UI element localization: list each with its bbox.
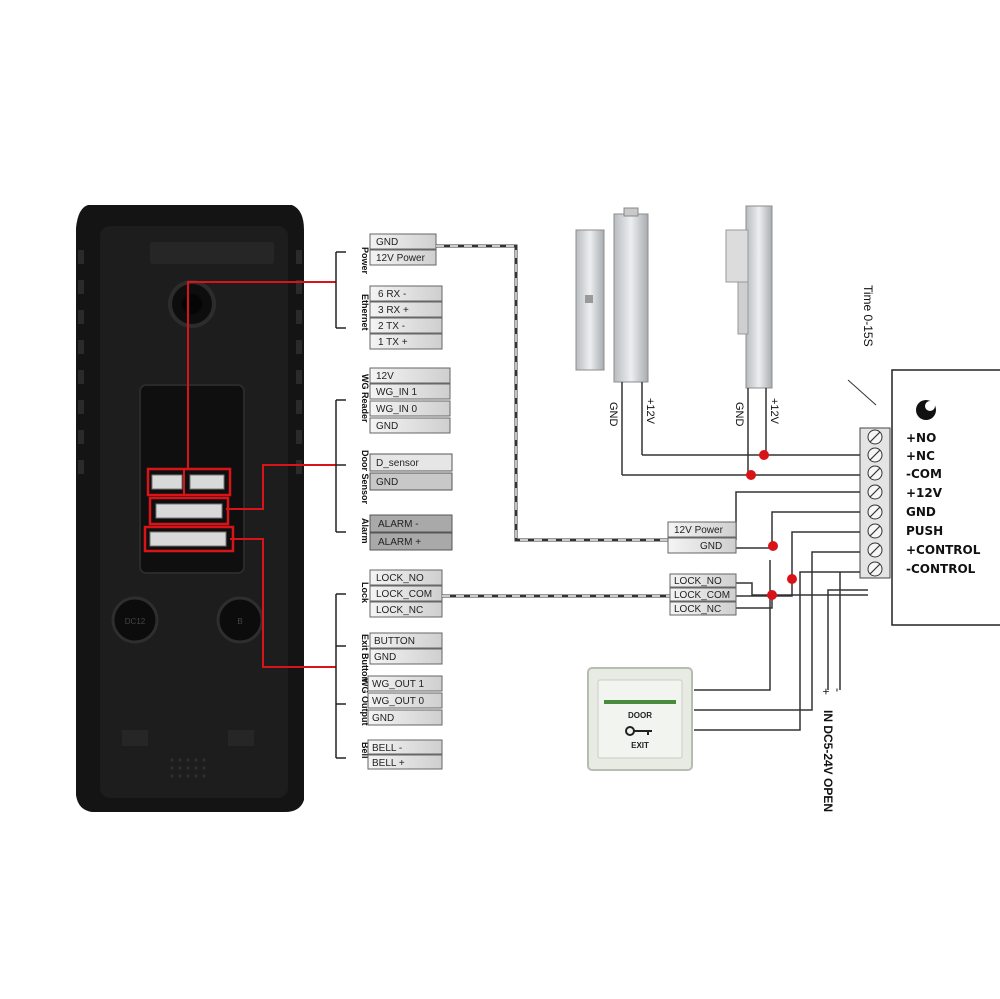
lock-box-pin-0: LOCK_NO — [674, 576, 722, 587]
junction-dots — [746, 450, 797, 600]
pin-ethernet-2: 2 TX - — [378, 321, 405, 332]
pin-bell-1: BELL + — [372, 758, 405, 769]
supply-plus: + — [819, 688, 833, 695]
pin-ethernet-0: 6 RX - — [378, 289, 406, 300]
access-controller: Time 0-15S +NO +NC -COM +12V GND PUSH +C… — [847, 285, 1000, 626]
controller-terminal-1: +NC — [906, 449, 935, 463]
maglock-12v-label: +12V — [644, 398, 656, 425]
reader-device: DC12 B — [76, 205, 304, 812]
group-labels: Power Ethernet WG Reader Door Sensor Ala… — [360, 247, 370, 759]
pin-exit-button-0: BUTTON — [374, 636, 415, 647]
pin-lock-2: LOCK_NC — [376, 605, 423, 616]
exit-label: EXIT — [631, 741, 649, 750]
device-button-left-label: DC12 — [125, 617, 146, 626]
controller-terminal-6: +CONTROL — [906, 543, 981, 557]
pin-door-sensor-1: GND — [376, 477, 398, 488]
supply-minus: - — [831, 688, 845, 692]
pin-power-1: 12V Power — [376, 253, 426, 264]
group-brackets — [335, 251, 346, 759]
strike-12v-label: +12V — [768, 398, 780, 425]
time-label: Time 0-15S — [861, 285, 875, 347]
terminal-blocks: GND 12V Power 6 RX - 3 RX + 2 TX - 1 TX … — [367, 233, 453, 770]
group-label-power: Power — [360, 247, 370, 275]
group-label-ethernet: Ethernet — [360, 294, 370, 331]
group-label-bell: Bell — [360, 742, 370, 759]
strike-gnd-label: GND — [733, 402, 745, 427]
lock-box-pin-1: LOCK_COM — [674, 590, 730, 601]
pin-lock-0: LOCK_NO — [376, 573, 424, 584]
door-label: DOOR — [628, 711, 652, 720]
pin-alarm-0: ALARM - — [378, 519, 419, 530]
controller-terminal-3: +12V — [906, 486, 943, 500]
pin-exit-button-1: GND — [374, 652, 396, 663]
pin-lock-1: LOCK_COM — [376, 589, 432, 600]
lock-junction-box: LOCK_NO LOCK_COM LOCK_NC — [669, 573, 737, 616]
magnetic-lock: GND +12V — [575, 207, 656, 475]
dc-supply: + - IN DC5-24V OPEN — [819, 688, 845, 812]
controller-wiring — [622, 454, 868, 731]
group-label-wg-reader: WG Reader — [360, 374, 370, 423]
lock-box-pin-2: LOCK_NC — [674, 604, 721, 615]
electric-strike: GND +12V — [725, 205, 780, 475]
pin-wg-reader-3: GND — [376, 421, 398, 432]
device-button-right-label: B — [237, 617, 242, 626]
red-wires — [187, 281, 336, 668]
pin-wg-output-2: GND — [372, 713, 394, 724]
pin-ethernet-3: 1 TX + — [378, 337, 408, 348]
pin-wg-reader-1: WG_IN 1 — [376, 387, 418, 398]
controller-terminal-2: -COM — [906, 467, 942, 481]
door-exit-button: DOOR EXIT — [587, 667, 693, 771]
controller-terminal-0: +NO — [906, 431, 936, 445]
group-label-door-sensor: Door Sensor — [360, 450, 370, 505]
pin-power-0: GND — [376, 237, 398, 248]
power-junction-box: 12V Power GND — [667, 521, 737, 554]
maglock-gnd-label: GND — [607, 402, 619, 427]
pin-alarm-1: ALARM + — [378, 537, 421, 548]
controller-logo-icon — [916, 400, 936, 420]
pin-wg-output-1: WG_OUT 0 — [372, 696, 424, 707]
pin-wg-reader-2: WG_IN 0 — [376, 404, 418, 415]
dashed-cables — [436, 244, 670, 598]
pin-wg-reader-0: 12V — [376, 371, 394, 382]
group-label-lock: Lock — [360, 582, 370, 604]
group-label-wg-output: WG Output — [360, 678, 370, 725]
pin-ethernet-1: 3 RX + — [378, 305, 409, 316]
key-icon — [625, 726, 652, 736]
group-label-alarm: Alarm — [360, 518, 370, 544]
pin-bell-0: BELL - — [372, 743, 402, 754]
supply-label: IN DC5-24V OPEN — [821, 710, 835, 812]
pin-wg-output-0: WG_OUT 1 — [372, 679, 424, 690]
controller-terminal-5: PUSH — [906, 524, 943, 538]
controller-terminal-4: GND — [906, 505, 936, 519]
group-label-exit-button: Exit Button — [360, 634, 370, 682]
power-box-pin-0: 12V Power — [674, 525, 724, 536]
controller-terminal-7: -CONTROL — [906, 562, 976, 576]
pin-door-sensor-0: D_sensor — [376, 458, 419, 469]
power-box-pin-1: GND — [700, 541, 722, 552]
